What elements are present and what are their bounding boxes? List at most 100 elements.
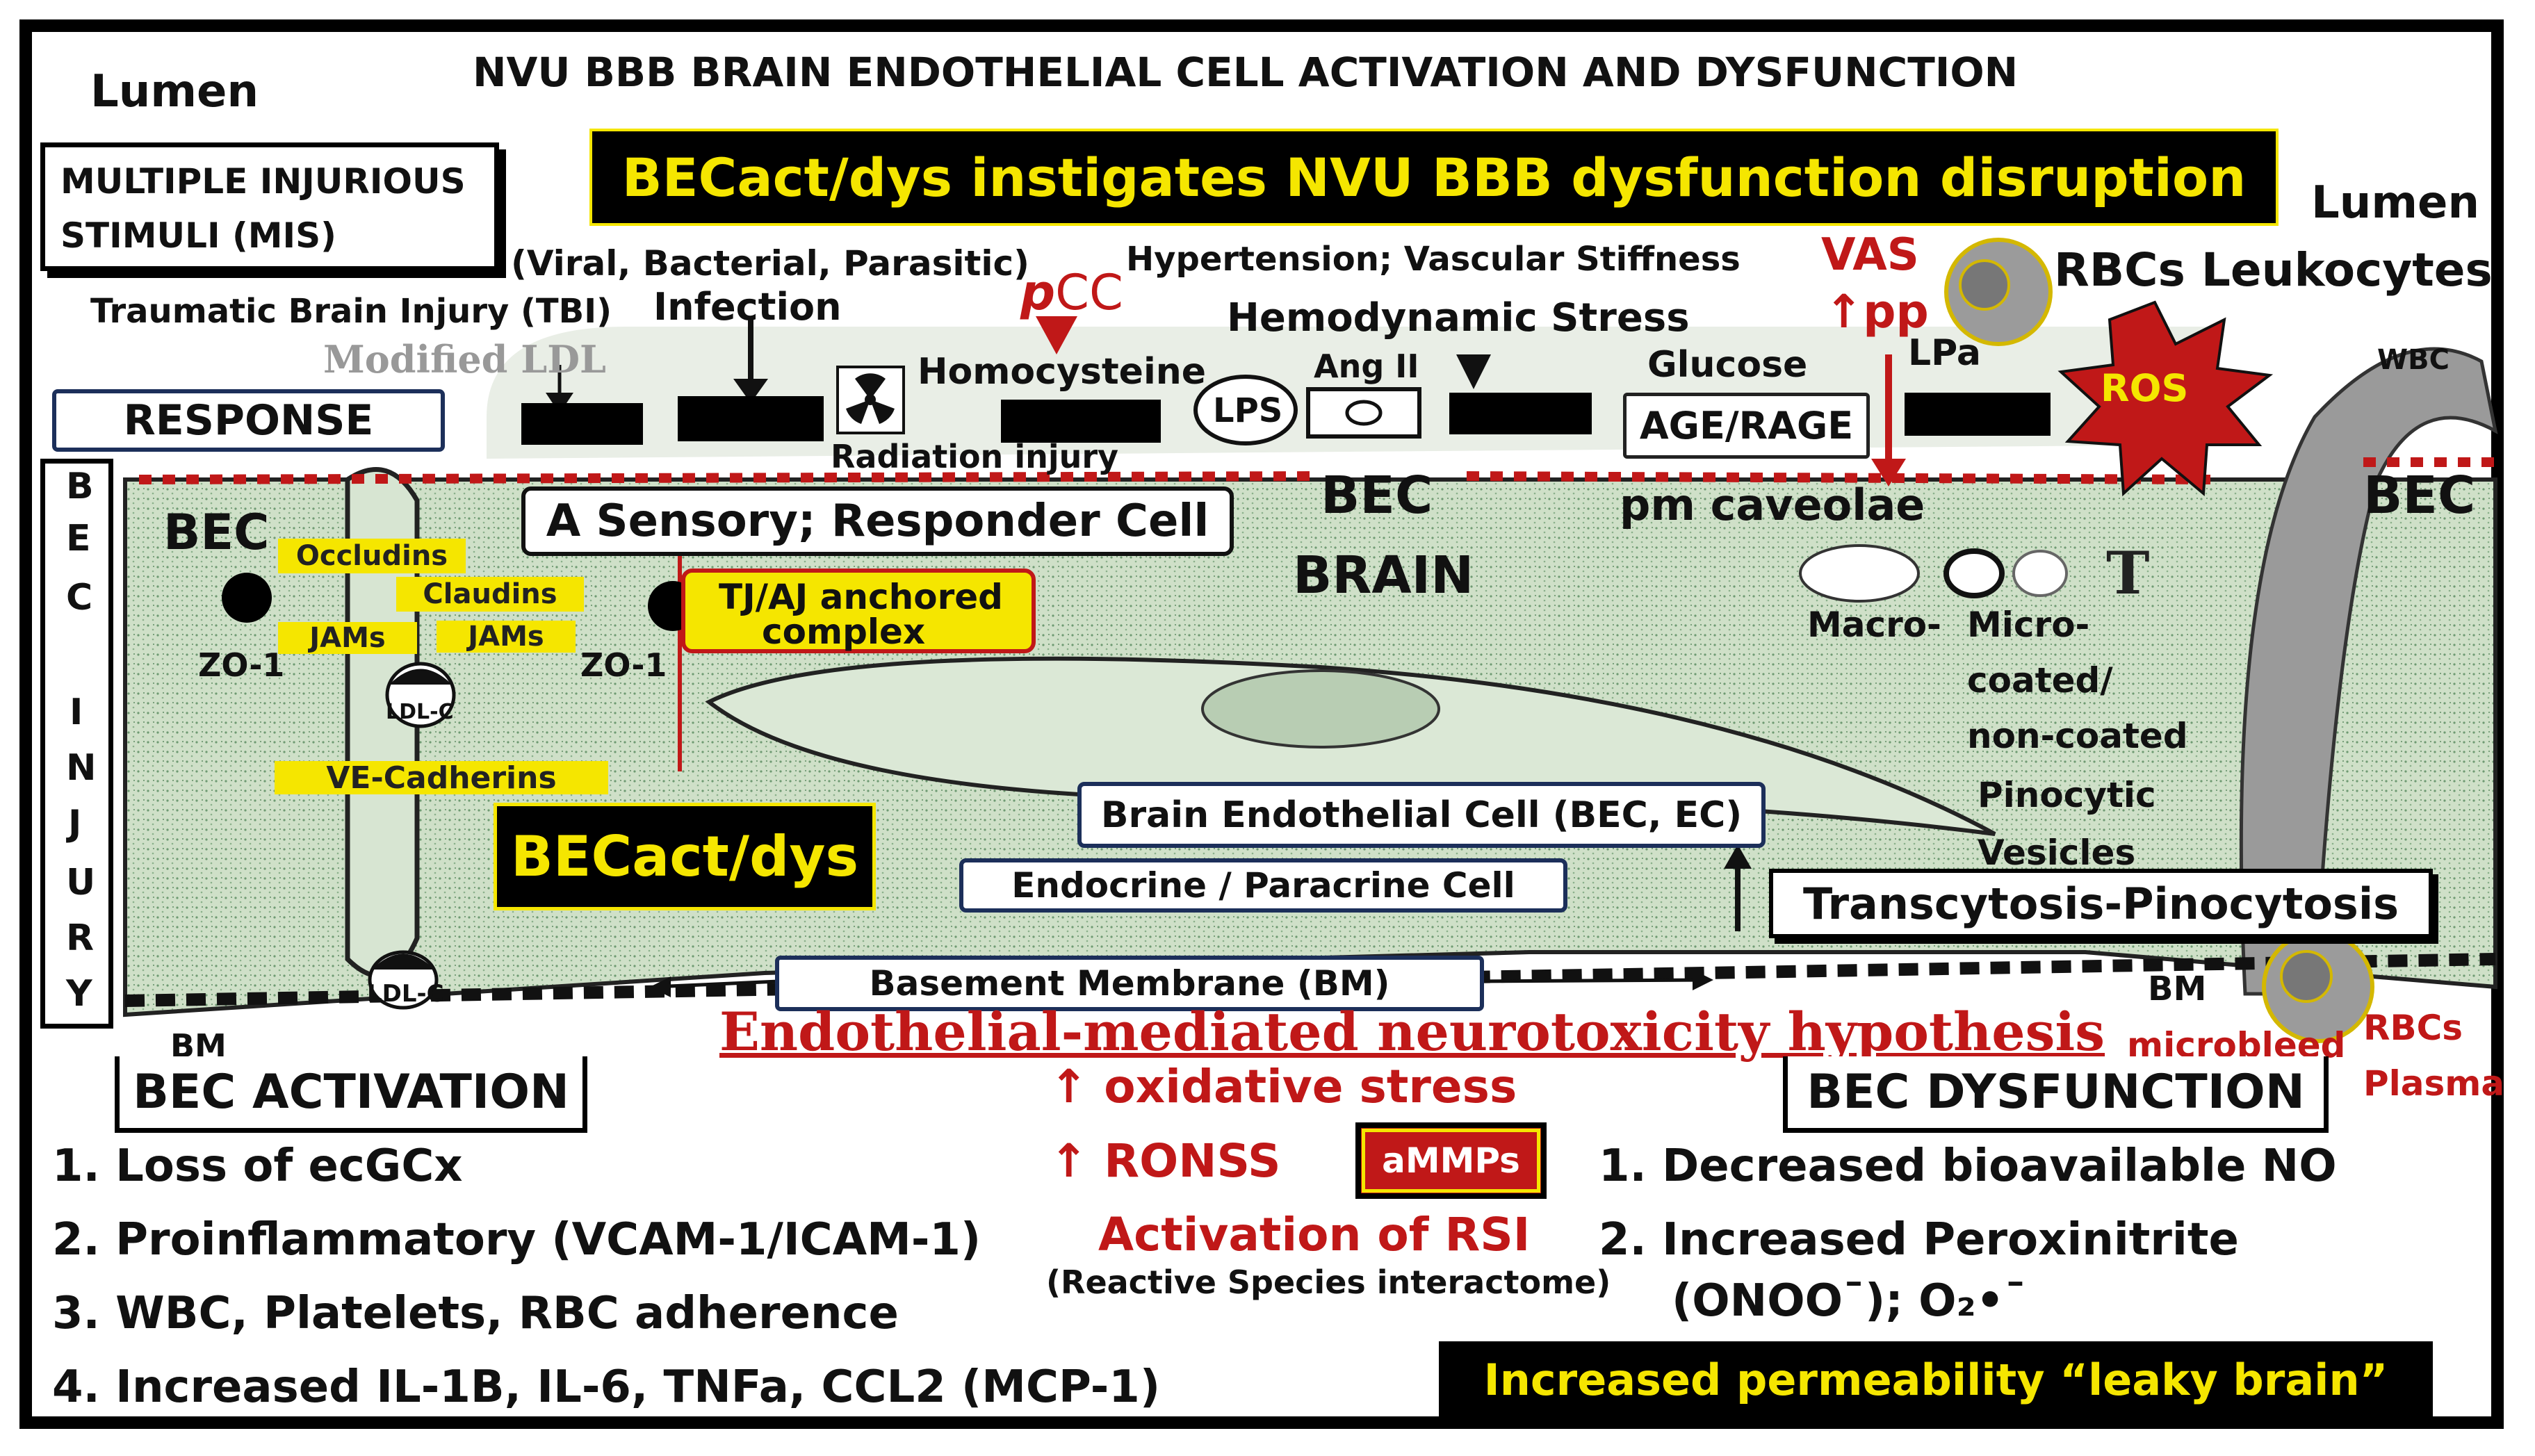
macro-label: Macro- xyxy=(1807,605,1941,645)
endocrine-box: Endocrine / Paracrine Cell xyxy=(959,858,1567,913)
micro-label: non-coated xyxy=(1967,716,2188,756)
micro-label: Pinocytic xyxy=(1978,775,2156,815)
activation-list: 1. Loss of ecGCx 2. Proinflammatory (VCA… xyxy=(52,1129,1160,1424)
dysfunction-item: 1. Decreased bioavailable NO xyxy=(1599,1140,2337,1192)
infection-label: Infection xyxy=(653,285,842,329)
arrow-bm xyxy=(653,978,1711,989)
micro-label: Micro- xyxy=(1967,605,2090,645)
lps-circle xyxy=(1193,375,1298,445)
radiation-icon-blades xyxy=(846,373,895,424)
bec-right-label: BEC xyxy=(2363,466,2476,525)
tjaj-line2: complex xyxy=(762,612,926,652)
ros-label: ROS xyxy=(2101,366,2189,410)
wbc-shape xyxy=(2239,347,2498,996)
micro-vesicle-coated xyxy=(1943,548,2005,598)
arrowhead-pcc xyxy=(1036,316,1077,354)
bec-injury-letter: R xyxy=(66,917,95,959)
pcc-label: pCC xyxy=(1020,264,1123,321)
arrowhead-bm-left xyxy=(650,976,671,997)
tjaj-box: TJ/AJ anchored complex xyxy=(681,569,1036,653)
jams-label-2: JAMs xyxy=(437,621,576,653)
pcc-cc: CC xyxy=(1055,264,1123,321)
micro-label: coated/ xyxy=(1967,660,2113,701)
zo1-right-label: ZO-1 xyxy=(580,646,667,684)
stimulus-bar-homocysteine xyxy=(1001,400,1161,443)
activation-item: 3. WBC, Platelets, RBC adherence xyxy=(52,1288,899,1339)
dysfunction-item: 2. Increased Peroxinitrite xyxy=(1599,1214,2239,1266)
bec-injury-letter: E xyxy=(66,518,91,559)
bec-injury-letter: C xyxy=(66,577,93,619)
hypertension-label: Hypertension; Vascular Stiffness xyxy=(1126,240,1741,279)
dysfunction-title: BEC DYSFUNCTION xyxy=(1807,1065,2305,1120)
pcc-p: p xyxy=(1020,264,1056,321)
ve-cadherins-label: VE-Cadherins xyxy=(275,760,608,796)
leaky-brain-box: Increased permeability “leaky brain” xyxy=(1439,1341,2433,1418)
bec-ec-label: Brain Endothelial Cell (BEC, EC) xyxy=(1100,794,1743,836)
bec-injury-letter: N xyxy=(66,747,97,789)
activation-item: 4. Increased IL-1B, IL-6, TNFa, CCL2 (MC… xyxy=(52,1361,1161,1413)
sensory-responder-label: A Sensory; Responder Cell xyxy=(546,496,1209,547)
activation-title: BEC ACTIVATION xyxy=(133,1065,569,1120)
plasma-membrane-line xyxy=(138,471,1321,484)
macro-vesicle xyxy=(1799,544,1920,603)
zo1-dot-left xyxy=(222,573,272,623)
bec-left-label: BEC xyxy=(163,504,270,561)
basement-membrane-box: Basement Membrane (BM) xyxy=(775,956,1484,1011)
hemodynamic-label: Hemodynamic Stress xyxy=(1227,295,1690,341)
transcytosis-box: Transcytosis-Pinocytosis xyxy=(1769,869,2433,938)
bec-injury-letter: B xyxy=(66,466,94,507)
bec-mid-label: BEC xyxy=(1321,466,1433,525)
nucleolus xyxy=(1201,669,1440,749)
rbcs-leukocytes-label: RBCs Leukocytes xyxy=(2054,243,2493,297)
bec-injury-letter: I xyxy=(70,692,83,733)
endocrine-label: Endocrine / Paracrine Cell xyxy=(1011,865,1515,906)
ammps-box: aMMPs xyxy=(1355,1122,1547,1199)
arrowhead-vas xyxy=(1871,459,1906,486)
becactdys-box: BECact/dys xyxy=(494,803,876,910)
oxidative-stress-label: ↑ oxidative stress xyxy=(1050,1060,1517,1113)
activation-item: 1. Loss of ecGCx xyxy=(52,1140,463,1192)
ang2-box xyxy=(1306,387,1421,439)
tbi-label: Traumatic Brain Injury (TBI) xyxy=(90,292,612,331)
ang2-symbol xyxy=(1345,400,1383,426)
bec-injury-letter: J xyxy=(68,803,82,844)
claudins-label: Claudins xyxy=(396,577,584,612)
radiation-label: Radiation injury xyxy=(831,438,1119,475)
ammps-label: aMMPs xyxy=(1382,1140,1520,1181)
activation-title-box: BEC ACTIVATION xyxy=(115,1056,587,1133)
arrowhead-transcytosis xyxy=(1724,844,1752,869)
lumen-left-label: Lumen xyxy=(90,66,259,117)
lps-label: LPS xyxy=(1213,391,1283,430)
mis-box: MULTIPLE INJURIOUS STIMULI (MIS) xyxy=(40,142,499,271)
arrowhead-infection xyxy=(733,379,768,403)
hypothesis-label: Endothelial-mediated neurotoxicity hypot… xyxy=(719,1001,2105,1063)
lumen-right-label: Lumen xyxy=(2311,177,2479,229)
age-rage-label: AGE/RAGE xyxy=(1639,404,1854,448)
title-banner: BECact/dys instigates NVU BBB dysfunctio… xyxy=(589,129,2279,226)
sensory-responder-box: A Sensory; Responder Cell xyxy=(521,486,1234,556)
dysfunction-title-box: BEC DYSFUNCTION xyxy=(1783,1056,2329,1133)
stimulus-bar-hemodynamic xyxy=(1449,393,1592,434)
jams-label-1: JAMs xyxy=(278,622,417,654)
bec-injury-letter: Y xyxy=(66,973,92,1015)
ldlc-cap-2 xyxy=(372,954,434,970)
title-banner-text: BECact/dys instigates NVU BBB dysfunctio… xyxy=(621,146,2247,208)
viral-label: (Viral, Bacterial, Parasitic) xyxy=(511,243,1029,284)
lpa-label: LPa xyxy=(1908,332,1981,374)
ang2-label: Ang II xyxy=(1314,347,1419,385)
rsi-label: Activation of RSI xyxy=(1098,1208,1531,1261)
vas-label: VAS xyxy=(1821,229,1919,281)
ldlc-cap-1 xyxy=(389,669,452,685)
arrowhead-bm-right xyxy=(1693,970,1713,990)
activation-item: 2. Proinflammatory (VCAM-1/ICAM-1) xyxy=(52,1214,981,1266)
basement-membrane-label: Basement Membrane (BM) xyxy=(869,963,1390,1004)
age-rage-box: AGE/RAGE xyxy=(1623,393,1870,459)
arrowhead-hemodynamic xyxy=(1456,354,1491,389)
stimulus-bar-tbi xyxy=(521,403,643,445)
wbc-label: WBC xyxy=(2377,344,2450,376)
stimulus-bar-infection xyxy=(678,396,824,441)
transcytosis-label: Transcytosis-Pinocytosis xyxy=(1802,878,2399,929)
basement-membrane xyxy=(124,953,2496,1007)
ros-starburst xyxy=(2057,300,2274,497)
modified-ldl-label: Modified LDL xyxy=(323,337,607,382)
